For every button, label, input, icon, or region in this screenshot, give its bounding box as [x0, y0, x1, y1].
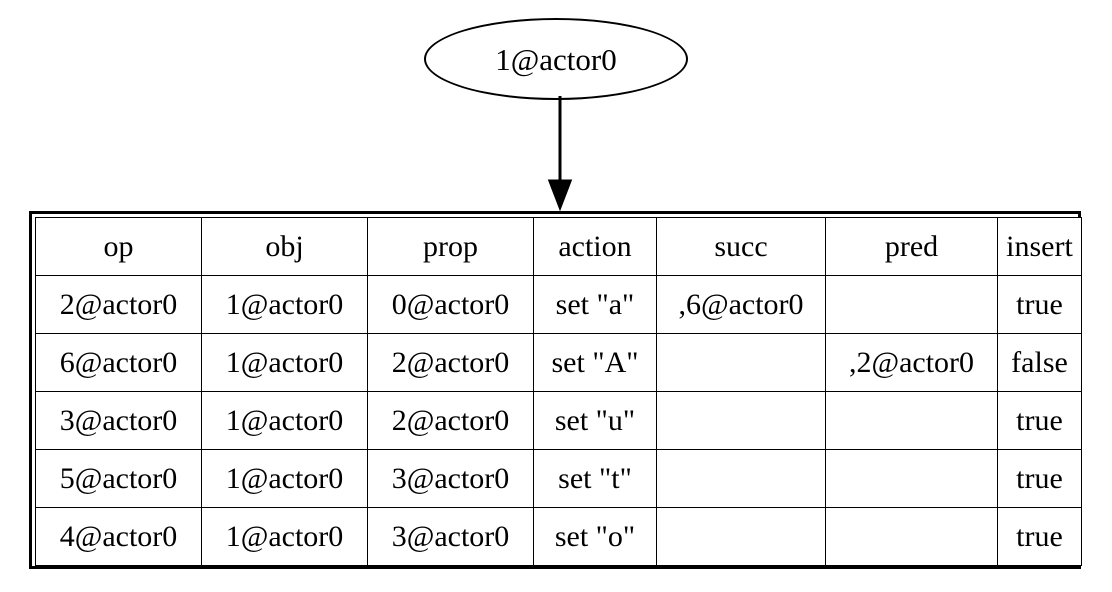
graph-node-label: 1@actor0	[495, 41, 617, 77]
cell-succ: ,6@actor0	[656, 275, 826, 334]
cell-action: set "A"	[533, 333, 657, 392]
column-header-pred: pred	[825, 217, 998, 276]
column-header-obj: obj	[201, 217, 368, 276]
graph-node-ellipse[interactable]: 1@actor0	[424, 18, 688, 100]
cell-op: 4@actor0	[35, 507, 202, 566]
cell-pred: ,2@actor0	[825, 333, 998, 392]
cell-pred	[825, 507, 998, 566]
cell-action: set "a"	[533, 275, 657, 334]
cell-insert: true	[997, 275, 1082, 334]
cell-op: 6@actor0	[35, 333, 202, 392]
cell-obj: 1@actor0	[201, 449, 368, 508]
cell-obj: 1@actor0	[201, 391, 368, 450]
cell-pred	[825, 449, 998, 508]
table-row: 5@actor0 1@actor0 3@actor0 set "t" true	[35, 449, 1082, 508]
cell-obj: 1@actor0	[201, 275, 368, 334]
cell-insert: false	[997, 333, 1082, 392]
table-row: 3@actor0 1@actor0 2@actor0 set "u" true	[35, 391, 1082, 450]
cell-prop: 2@actor0	[367, 333, 534, 392]
cell-op: 5@actor0	[35, 449, 202, 508]
column-header-prop: prop	[367, 217, 534, 276]
cell-succ	[656, 333, 826, 392]
cell-action: set "t"	[533, 449, 657, 508]
cell-obj: 1@actor0	[201, 333, 368, 392]
cell-pred	[825, 391, 998, 450]
record-table: op obj prop action succ pred insert 2@ac…	[29, 211, 1082, 569]
cell-prop: 3@actor0	[367, 449, 534, 508]
column-header-action: action	[533, 217, 657, 276]
cell-obj: 1@actor0	[201, 507, 368, 566]
cell-prop: 3@actor0	[367, 507, 534, 566]
cell-succ	[656, 507, 826, 566]
cell-op: 3@actor0	[35, 391, 202, 450]
table-row: 4@actor0 1@actor0 3@actor0 set "o" true	[35, 507, 1082, 566]
table-header-row: op obj prop action succ pred insert	[35, 217, 1082, 276]
cell-action: set "u"	[533, 391, 657, 450]
cell-succ	[656, 449, 826, 508]
column-header-op: op	[35, 217, 202, 276]
cell-insert: true	[997, 449, 1082, 508]
cell-insert: true	[997, 391, 1082, 450]
column-header-succ: succ	[656, 217, 826, 276]
table-row: 2@actor0 1@actor0 0@actor0 set "a" ,6@ac…	[35, 275, 1082, 334]
cell-succ	[656, 391, 826, 450]
cell-op: 2@actor0	[35, 275, 202, 334]
cell-prop: 0@actor0	[367, 275, 534, 334]
cell-pred	[825, 275, 998, 334]
cell-prop: 2@actor0	[367, 391, 534, 450]
cell-insert: true	[997, 507, 1082, 566]
node-to-table-arrow-icon	[547, 96, 573, 212]
table-row: 6@actor0 1@actor0 2@actor0 set "A" ,2@ac…	[35, 333, 1082, 392]
cell-action: set "o"	[533, 507, 657, 566]
column-header-insert: insert	[997, 217, 1082, 276]
